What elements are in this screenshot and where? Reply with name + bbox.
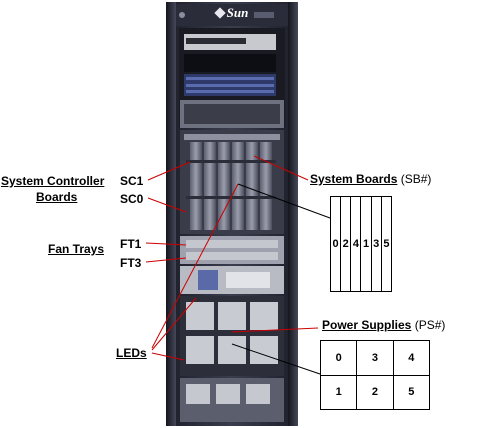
system-board-slot: 2 [340, 196, 352, 292]
system-board-slot: 3 [370, 196, 382, 292]
system-boards-callout-line [253, 155, 309, 181]
led-callout-line-1 [151, 183, 239, 349]
led-callout-line-3 [151, 352, 185, 361]
power-supply-cell: 4 [392, 340, 431, 376]
system-board-slot: 1 [360, 196, 372, 292]
sc1-callout-line [147, 161, 191, 181]
led-callout-line-2 [151, 297, 197, 351]
sc1-label: SC1 [120, 174, 144, 188]
system-board-slot: 5 [380, 196, 393, 292]
system-boards-label: System Boards (SB#) [310, 172, 431, 186]
system-boards-pointer-line [237, 183, 331, 219]
system-boards-name: System Boards [310, 172, 398, 186]
sun-logo: Sun [212, 5, 252, 21]
power-supply-grid-diagram: 0 3 4 1 2 5 [319, 340, 431, 410]
ft1-callout-line [145, 242, 187, 246]
leds-label: LEDs [116, 346, 147, 360]
power-supply-cell: 2 [356, 374, 394, 410]
sc0-callout-line [147, 197, 187, 213]
power-supplies-code: (PS#) [414, 318, 446, 332]
power-supply-cell: 1 [319, 374, 358, 410]
system-controller-boards-label-line1: System Controller [1, 174, 105, 188]
power-supplies-name: Power Supplies [322, 318, 412, 332]
power-supply-cell: 0 [319, 340, 358, 376]
system-board-slot: 4 [350, 196, 362, 292]
power-supply-grid-row: 0 3 4 [319, 340, 431, 376]
sun-logo-text: Sun [226, 5, 249, 20]
system-boards-code: (SB#) [400, 172, 432, 186]
ft3-label: FT3 [120, 256, 142, 270]
power-supply-grid-row: 1 2 5 [319, 374, 431, 410]
fan-trays-label: Fan Trays [48, 242, 105, 256]
system-board-slots-diagram: 0 2 4 1 3 5 [329, 196, 393, 292]
sc0-label: SC0 [120, 192, 144, 206]
ft3-callout-line [145, 257, 187, 263]
ft1-label: FT1 [120, 237, 142, 251]
system-board-slots-row: 0 2 4 1 3 5 [329, 196, 393, 292]
system-controller-boards-label-line2: Boards [36, 190, 78, 204]
power-supplies-callout-line [231, 327, 319, 333]
power-supplies-label: Power Supplies (PS#) [322, 318, 445, 332]
power-supply-cell: 5 [392, 374, 431, 410]
system-board-slot: 0 [329, 196, 342, 292]
power-supply-cell: 3 [356, 340, 394, 376]
power-supplies-pointer-line [231, 343, 321, 375]
